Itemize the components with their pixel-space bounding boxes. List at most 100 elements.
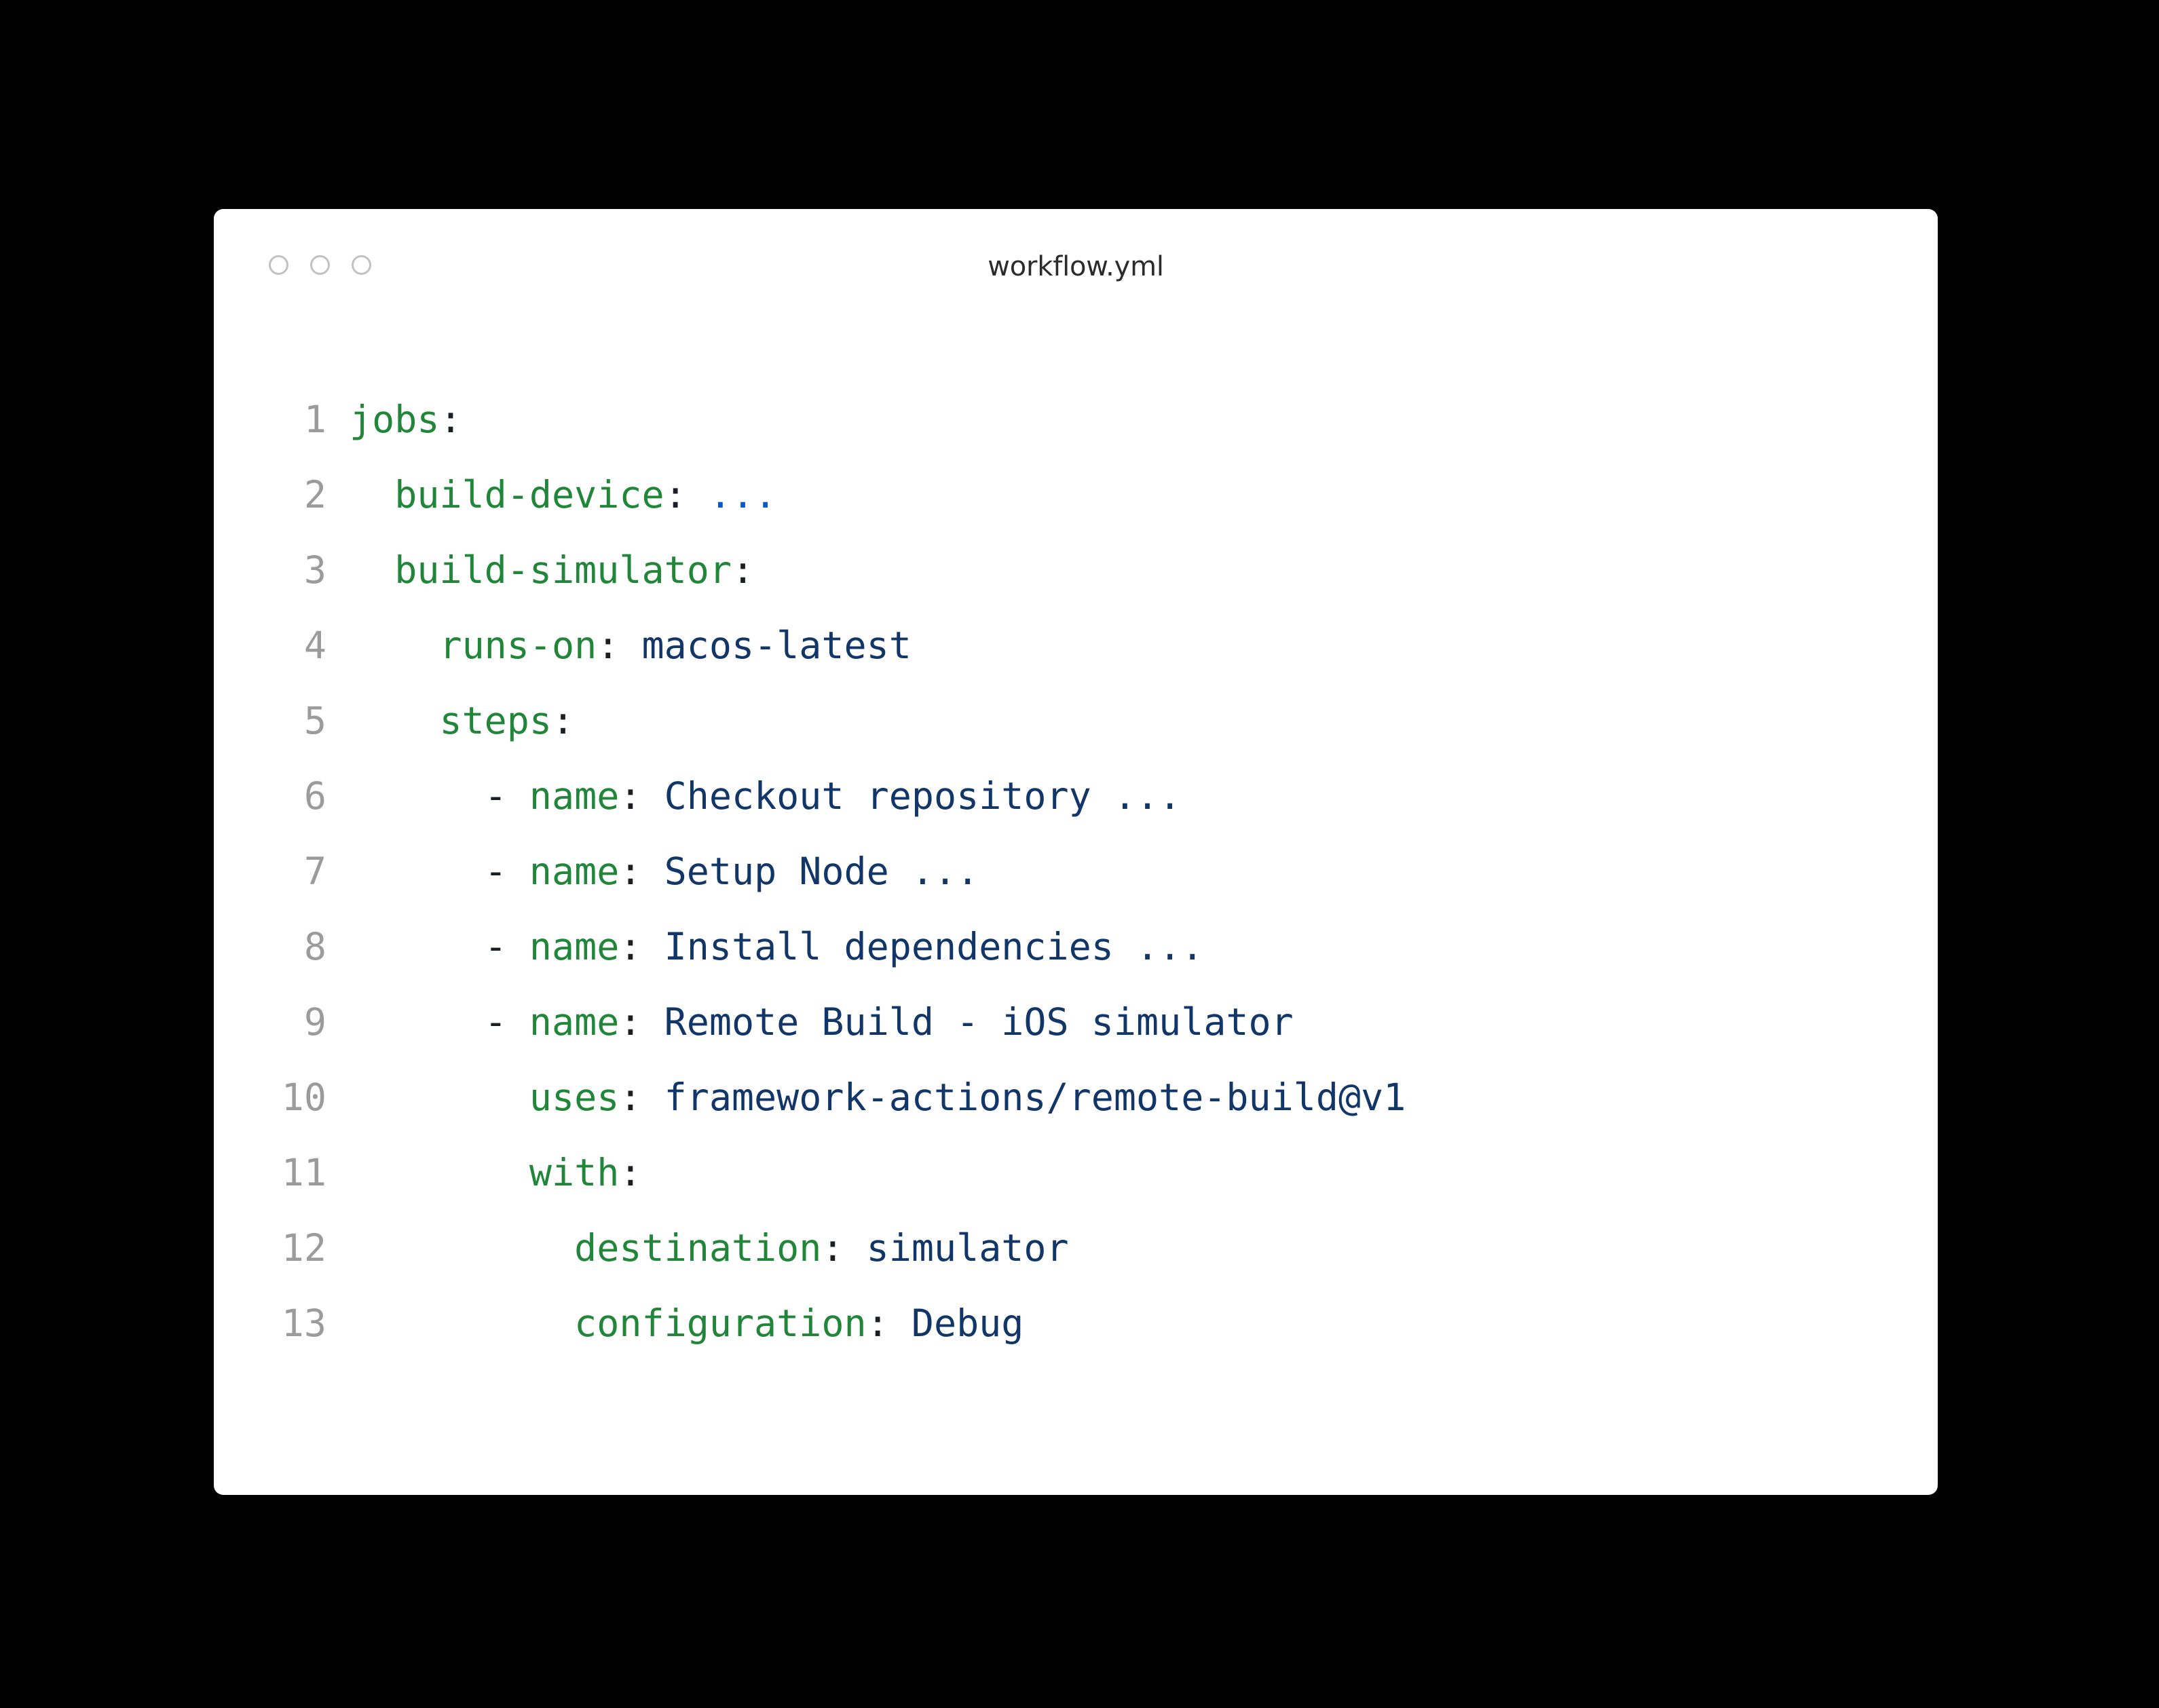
code-token-dash: -	[484, 925, 529, 968]
code-line[interactable]: 6 - name: Checkout repository ...	[214, 759, 1938, 834]
code-token-key: uses	[529, 1076, 620, 1119]
code-token-value: ...	[1113, 925, 1204, 968]
code-line-content: runs-on: macos-latest	[350, 608, 912, 683]
code-token-key: name	[529, 774, 620, 818]
code-token-punct: :	[664, 473, 687, 516]
code-token-dash: -	[484, 1000, 529, 1044]
code-line-content: with:	[350, 1135, 642, 1211]
code-line[interactable]: 5 steps:	[214, 683, 1938, 759]
code-line-content: configuration: Debug	[350, 1286, 1024, 1361]
code-token-value: macos-latest	[619, 624, 912, 667]
line-number: 5	[303, 699, 326, 742]
code-line-content: build-simulator:	[350, 533, 754, 608]
code-line-content: - name: Install dependencies ...	[350, 909, 1204, 985]
code-token-punct: :	[619, 1151, 642, 1194]
code-indent	[350, 699, 439, 742]
code-indent	[350, 1226, 574, 1270]
code-token-punct: :	[619, 850, 642, 893]
code-token-punct: :	[866, 1302, 889, 1345]
code-token-key: name	[529, 850, 620, 893]
code-indent	[350, 624, 439, 667]
code-line-content: steps:	[350, 683, 574, 759]
code-line-content: jobs:	[350, 382, 462, 457]
code-token-punct: :	[619, 925, 642, 968]
code-line-content: - name: Setup Node ...	[350, 834, 979, 909]
code-token-key: configuration	[574, 1302, 867, 1345]
code-token-key: name	[529, 1000, 620, 1044]
code-token-value: Install dependencies	[641, 925, 1114, 968]
code-token-punct: :	[619, 1076, 642, 1119]
code-token-dash: -	[484, 850, 529, 893]
code-token-punct: :	[821, 1226, 844, 1270]
line-number: 12	[281, 1226, 326, 1270]
line-number: 9	[303, 1000, 326, 1044]
code-indent	[350, 1076, 529, 1119]
code-token-dash: -	[484, 774, 529, 818]
code-line[interactable]: 10 uses: framework-actions/remote-build@…	[214, 1060, 1938, 1135]
code-line[interactable]: 2 build-device: ...	[214, 457, 1938, 533]
window-title-label: workflow.yml	[988, 251, 1164, 282]
code-indent	[350, 1302, 574, 1345]
line-number: 7	[303, 850, 326, 893]
code-line[interactable]: 3 build-simulator:	[214, 533, 1938, 608]
code-token-key: build-device	[394, 473, 664, 516]
code-token-plain	[687, 473, 709, 516]
code-token-punct: :	[619, 1000, 642, 1044]
line-number: 10	[281, 1076, 326, 1119]
code-line[interactable]: 7 - name: Setup Node ...	[214, 834, 1938, 909]
code-indent	[350, 925, 485, 968]
code-indent	[350, 473, 394, 516]
code-line[interactable]: 9 - name: Remote Build - iOS simulator	[214, 985, 1938, 1060]
code-line-content: uses: framework-actions/remote-build@v1	[350, 1060, 1406, 1135]
code-line-content: - name: Remote Build - iOS simulator	[350, 985, 1294, 1060]
code-indent	[350, 1151, 529, 1194]
code-line[interactable]: 8 - name: Install dependencies ...	[214, 909, 1938, 985]
line-number: 6	[303, 774, 326, 818]
close-window-button[interactable]	[269, 255, 288, 275]
code-token-punct: :	[597, 624, 620, 667]
code-token-value: framework-actions/remote-build@v1	[641, 1076, 1406, 1119]
code-indent	[350, 1000, 485, 1044]
code-line-content: destination: simulator	[350, 1211, 1069, 1286]
code-token-key: name	[529, 925, 620, 968]
line-number: 3	[303, 548, 326, 592]
line-number: 2	[303, 473, 326, 516]
code-token-key: runs-on	[439, 624, 597, 667]
minimize-window-button[interactable]	[310, 255, 330, 275]
code-token-key: steps	[439, 699, 552, 742]
code-token-key: with	[529, 1151, 620, 1194]
code-indent	[350, 774, 485, 818]
line-number: 4	[303, 624, 326, 667]
code-line-content: - name: Checkout repository ...	[350, 759, 1182, 834]
zoom-window-button[interactable]	[352, 255, 371, 275]
code-token-value: ...	[1091, 774, 1182, 818]
line-number: 13	[281, 1302, 326, 1345]
line-number: 8	[303, 925, 326, 968]
code-token-value: Checkout repository	[641, 774, 1091, 818]
code-token-value: ...	[888, 850, 979, 893]
code-line[interactable]: 12 destination: simulator	[214, 1211, 1938, 1286]
code-indent	[350, 548, 394, 592]
code-token-key: jobs	[350, 398, 440, 441]
line-number: 11	[281, 1151, 326, 1194]
code-token-punct: :	[552, 699, 575, 742]
code-line[interactable]: 13 configuration: Debug	[214, 1286, 1938, 1361]
code-line-content: build-device: ...	[350, 457, 776, 533]
window-title-bar: workflow.yml	[214, 209, 1938, 311]
code-token-fold[interactable]: ...	[709, 473, 777, 516]
line-number: 1	[303, 398, 326, 441]
code-token-key: build-simulator	[394, 548, 732, 592]
code-token-value: Setup Node	[641, 850, 889, 893]
window-controls	[269, 255, 371, 275]
code-token-punct: :	[731, 548, 755, 592]
code-line[interactable]: 4 runs-on: macos-latest	[214, 608, 1938, 683]
code-token-value: Debug	[888, 1302, 1024, 1345]
code-token-value: Remote Build - iOS simulator	[641, 1000, 1294, 1044]
code-token-value: simulator	[844, 1226, 1069, 1270]
code-line[interactable]: 1 jobs:	[214, 382, 1938, 457]
code-token-punct: :	[439, 398, 462, 441]
code-line[interactable]: 11 with:	[214, 1135, 1938, 1211]
code-token-key: destination	[574, 1226, 822, 1270]
